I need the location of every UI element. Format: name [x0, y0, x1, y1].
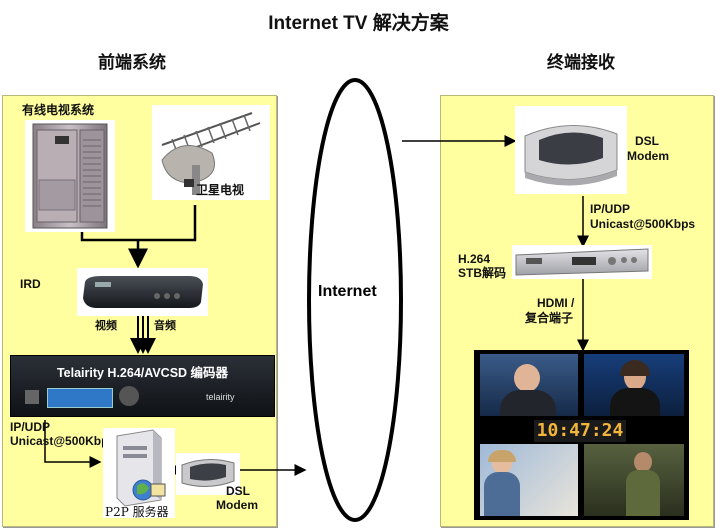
set-top-box-icon [515, 248, 649, 276]
tv-screens: 10:47:24 [474, 350, 689, 520]
presenter-body-icon [484, 472, 520, 516]
soldier-body-icon [626, 470, 660, 516]
ird-label: IRD [20, 277, 41, 291]
left-dsl-label: DSL [226, 484, 250, 498]
modem-icon [524, 125, 618, 186]
server-cabinet-icon [32, 123, 108, 229]
anchor-face-icon [514, 364, 540, 392]
server-tower-icon [116, 429, 166, 507]
antenna-icon [161, 112, 261, 195]
left-ip-udp-label: IP/UDP [10, 420, 51, 434]
clock-display: 10:47:24 [534, 420, 626, 442]
encoder-display [47, 388, 113, 408]
presenter-hair-icon [488, 450, 516, 462]
cable-tv-label: 有线电视系统 [22, 103, 95, 117]
hdmi-label-2: 复合端子 [525, 311, 574, 325]
video-label: 视频 [95, 320, 117, 332]
satellite-label: 卫星电视 [196, 183, 245, 197]
satellite-tv [152, 105, 270, 200]
encoder-device: Telairity H.264/AVCSD 编码器 telairity [10, 355, 275, 417]
screen-news-anchor [480, 354, 578, 416]
screen-soldier [584, 444, 684, 516]
hdmi-label-1: HDMI / [537, 296, 575, 310]
stb-decoder [512, 245, 652, 279]
internet-label: Internet [318, 283, 377, 300]
encoder-label: Telairity H.264/AVCSD 编码器 [56, 366, 229, 380]
right-ip-udp-label: IP/UDP [590, 202, 631, 216]
anchor-body-icon [500, 390, 556, 416]
stb-label-1: H.264 [458, 252, 491, 266]
right-modem-label: Modem [627, 149, 669, 163]
encoder-dial-icon [119, 386, 139, 406]
cable-tv-system [25, 120, 115, 232]
left-modem-label: Modem [216, 498, 258, 512]
anchor-body-icon [610, 388, 660, 416]
page-title: Internet TV 解决方案 [268, 13, 449, 34]
right-unicast-label: Unicast@500Kbps [590, 217, 696, 231]
audio-label: 音频 [154, 320, 176, 332]
screen-female-anchor [584, 354, 684, 416]
stb-label-2: STB解码 [458, 266, 507, 280]
soldier-face-icon [634, 452, 652, 472]
right-dsl-modem [515, 106, 627, 194]
ird-receiver [77, 268, 208, 316]
left-unicast-label: Unicast@500Kbp [10, 434, 109, 448]
screen-weather [480, 444, 578, 516]
p2p-label: P2P 服务器 [105, 505, 169, 519]
encoder-brand: telairity [206, 392, 235, 402]
modem-icon [181, 459, 235, 487]
receiver-box-icon [83, 276, 203, 308]
right-dsl-label: DSL [635, 134, 659, 148]
headend-title: 前端系统 [98, 53, 166, 72]
internet-cloud [307, 78, 403, 522]
encoder-port-icon [25, 390, 39, 404]
left-dsl-modem [176, 453, 240, 495]
receiver-title: 终端接收 [547, 53, 615, 72]
p2p-server [103, 428, 175, 518]
anchor-hair-icon [620, 360, 650, 376]
